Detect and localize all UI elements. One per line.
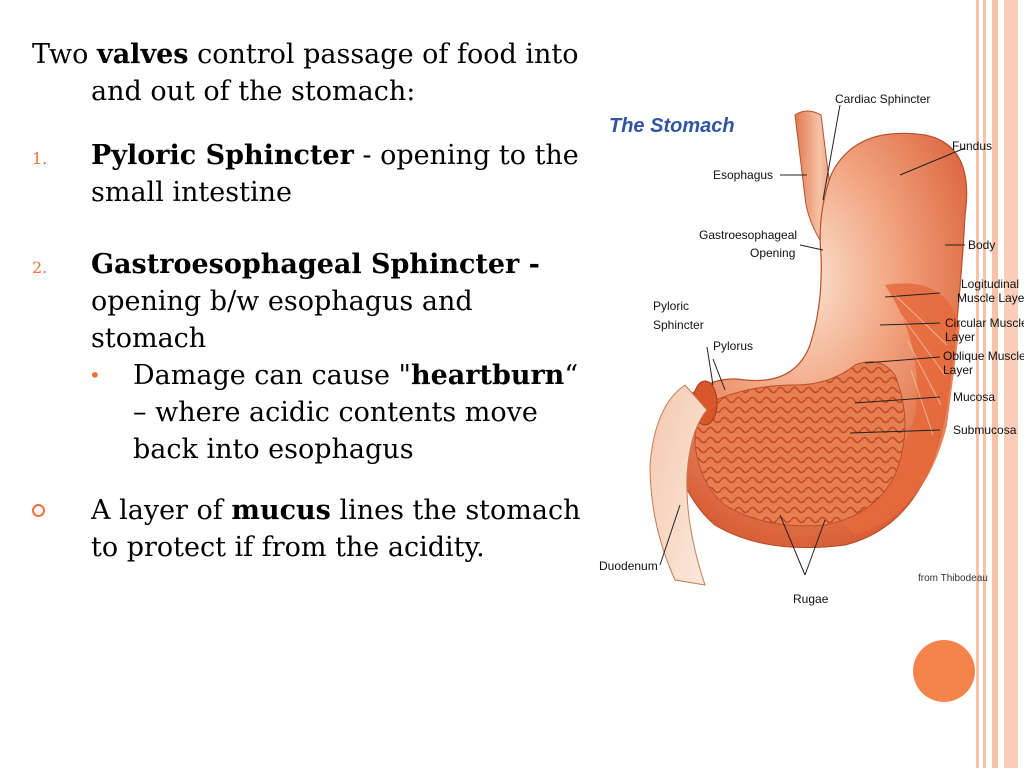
decorative-orange-circle	[913, 640, 975, 702]
label-duodenum: Duodenum	[599, 559, 658, 573]
mucus-term: mucus	[231, 495, 331, 526]
mucus-text-rest: lines the stomach to protect if from the…	[91, 495, 581, 563]
intro-text-rest: control passage of food into and out of …	[91, 39, 579, 107]
list-number-2: 2.	[32, 258, 48, 277]
label-muscle-layer: Muscle Layer	[957, 291, 1024, 305]
pyloric-description: - opening to the small intestine	[91, 140, 579, 208]
gastroesophageal-description: opening b/w esophagus and stomach	[91, 286, 473, 354]
ring-bullet-icon	[32, 504, 45, 517]
rugae-cavity	[694, 361, 906, 527]
label-oblique-layer: Layer	[943, 363, 973, 377]
pyloric-sphincter-term: Pyloric Sphincter	[91, 140, 354, 171]
diagram-title: The Stomach	[609, 115, 735, 137]
gastroesophageal-sphincter-term: Gastroesophageal Sphincter -	[91, 249, 540, 280]
sub-bullet-heartburn: • Damage can cause "heartburn“ – where a…	[32, 357, 587, 468]
label-pylorus: Pylorus	[713, 339, 753, 353]
label-rugae: Rugae	[793, 592, 829, 606]
label-oblique-muscle: Oblique Muscle	[943, 349, 1024, 363]
slide-body: Two valves control passage of food into …	[32, 36, 587, 566]
heartburn-term: heartburn	[410, 360, 565, 391]
label-submucosa: Submucosa	[953, 423, 1017, 437]
label-opening: Opening	[750, 246, 795, 260]
label-pyloric: Pyloric	[653, 299, 689, 313]
label-circular-layer: Layer	[945, 330, 975, 344]
label-mucosa: Mucosa	[953, 390, 995, 404]
label-esophagus: Esophagus	[713, 168, 773, 182]
label-fundus: Fundus	[952, 139, 992, 153]
label-credit: from Thibodeau	[918, 573, 988, 584]
label-body: Body	[968, 238, 995, 252]
mucus-text: A layer of	[91, 495, 232, 526]
intro-paragraph: Two valves control passage of food into …	[32, 36, 587, 110]
list-number-1: 1.	[32, 149, 48, 168]
muscle-layer-band	[835, 283, 960, 535]
list-item-pyloric: 1. Pyloric Sphincter - opening to the sm…	[32, 137, 587, 211]
stomach-diagram: The Stomach Cardiac Sphincter Fundus	[599, 92, 1024, 606]
heartburn-text: Damage can cause "	[133, 360, 411, 391]
label-longitudinal: Logitudinal	[961, 277, 1019, 291]
decorative-stripes	[976, 0, 1024, 768]
sub-bullet-dot: •	[89, 363, 101, 387]
bullet-item-mucus: A layer of mucus lines the stomach to pr…	[32, 492, 587, 566]
label-circular-muscle: Circular Muscle	[945, 316, 1024, 330]
intro-bold-valves: valves	[97, 39, 189, 70]
label-gastroesophageal: Gastroesophageal	[699, 228, 797, 242]
duodenum-shape	[649, 384, 708, 586]
list-item-gastroesophageal: 2. Gastroesophageal Sphincter - opening …	[32, 246, 587, 357]
intro-text: Two	[32, 39, 97, 70]
label-cardiac-sphincter: Cardiac Sphincter	[835, 92, 930, 106]
heartburn-text-rest: “ – where acidic contents move back into…	[133, 360, 579, 465]
label-pyloric-sphincter: Sphincter	[653, 318, 704, 332]
